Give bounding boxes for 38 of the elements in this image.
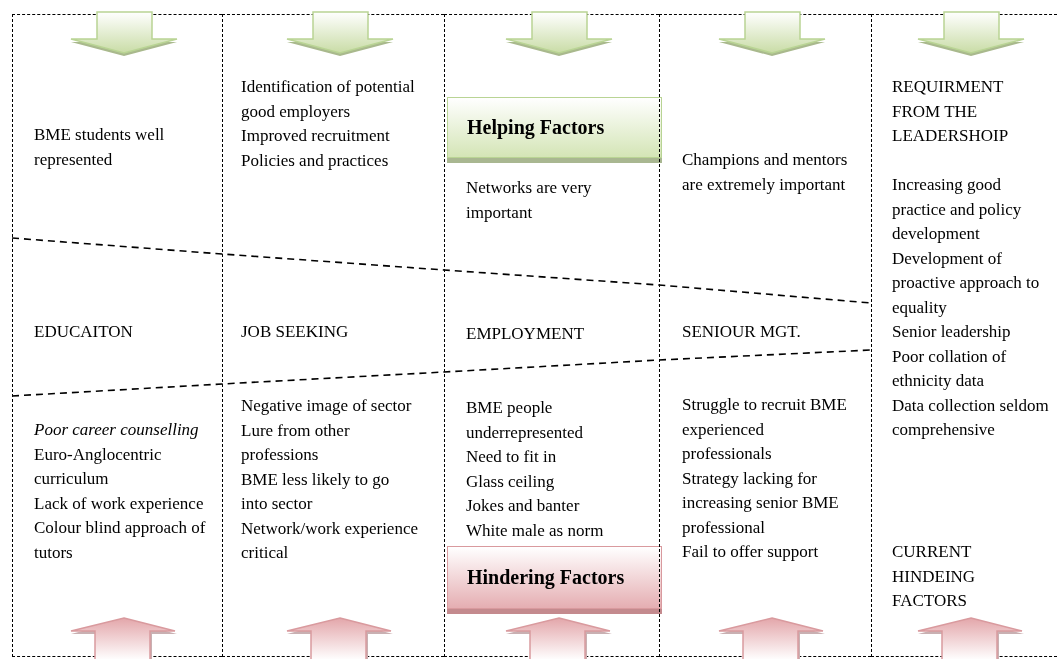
factor-text: Euro-Anglocentric curriculum (34, 443, 163, 490)
stage-label: EDUCAITON (34, 321, 134, 343)
factor-text: Improved recruitment (241, 125, 391, 147)
factor-text: Networks are very important (466, 177, 593, 224)
factor-text: White male as norm (466, 519, 605, 542)
factor-text: Jokes and banter (466, 495, 581, 517)
stage-label: EMPLOYMENT (466, 323, 586, 345)
stage-label: SENIOUR MGT. (682, 321, 802, 343)
factor-text: Policies and practices (241, 149, 390, 172)
factor-text: Negative image of sector (241, 395, 413, 417)
factor-text: Poor collation of ethnicity data (892, 345, 1008, 392)
factor-text: Struggle to recruit BME experienced professionals (682, 394, 848, 465)
factor-text: Lack of work experience (34, 492, 205, 515)
factor-text: Lure from other professions (241, 419, 351, 466)
factor-text: Data collection seldom comprehensive (892, 394, 1050, 441)
factor-text: Fail to offer support (682, 541, 820, 563)
factor-text: Strategy lacking for increasing senior BME professional (682, 467, 840, 539)
factor-text: Colour blind approach of tutors (34, 517, 206, 564)
factor-text: Champions and mentors are extremely important (682, 149, 849, 196)
factor-text: Glass ceiling (466, 470, 556, 493)
stage-column (659, 14, 871, 657)
factor-text: BME people underrepresented (466, 397, 585, 444)
factor-text: Need to fit in (466, 446, 558, 468)
factor-text: Poor career counselling (34, 419, 200, 441)
factor-text: Increasing good practice and policy development (892, 174, 1023, 245)
stage-column (222, 14, 444, 657)
factor-text: Senior leadership (892, 321, 1012, 343)
factor-text: Identification of potential good employers (241, 76, 416, 123)
factor-text: Development of proactive approach to equality (892, 247, 1041, 319)
stage-column (871, 14, 1057, 657)
stage-column (12, 14, 222, 657)
stage-label: JOB SEEKING (241, 321, 350, 343)
factor-text: BME students well represented (34, 124, 166, 171)
stage-column (444, 14, 659, 657)
heading: REQUIRMENT FROM THE LEADERSHOIP (892, 76, 1010, 147)
heading: CURRENT HINDEING FACTORS (892, 541, 977, 612)
factor-text: Network/work experience critical (241, 517, 419, 564)
factor-text: BME less likely to go into sector (241, 468, 391, 515)
